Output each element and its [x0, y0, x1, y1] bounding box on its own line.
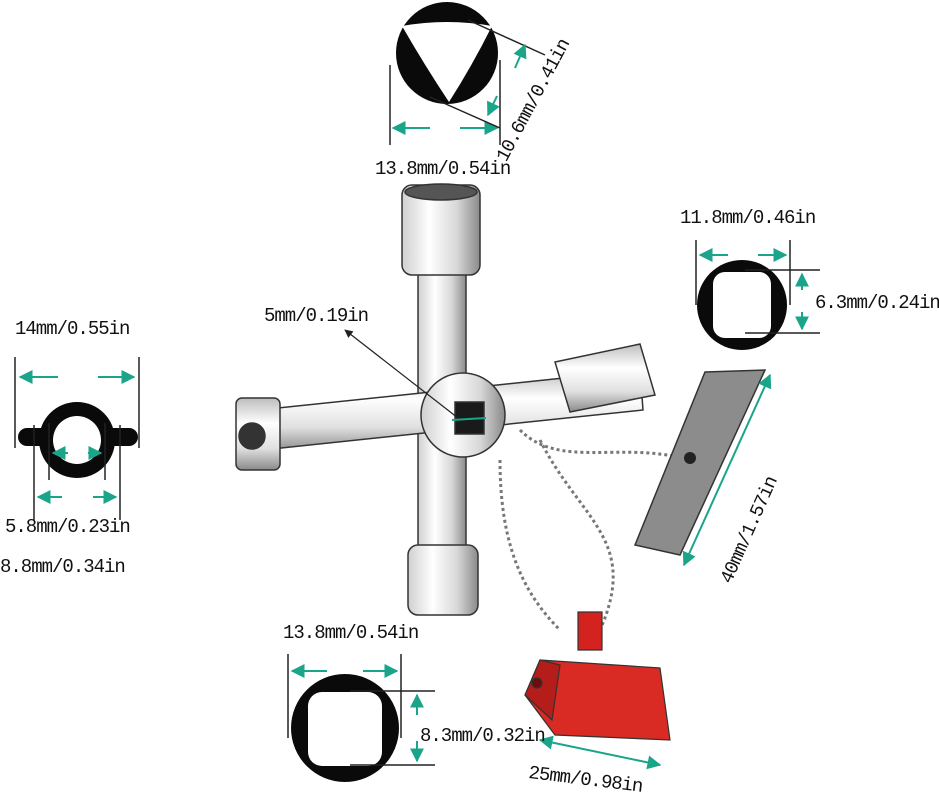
ball-chain-illustration	[498, 428, 691, 632]
screwdriver-bit-illustration	[633, 369, 772, 567]
triangle-socket-width-label: 13.8mm/0.54in	[375, 158, 511, 180]
double-bit-inner-label: 5.8mm/0.23in	[5, 516, 131, 538]
large-square-inner-label: 8.3mm/0.32in	[420, 725, 546, 747]
small-square-socket-icon	[695, 240, 820, 350]
double-bit-outer-label: 14mm/0.55in	[15, 318, 130, 340]
large-square-socket-icon	[287, 654, 435, 782]
center-square-label: 5mm/0.19in	[264, 305, 369, 327]
double-bit-socket-icon	[14, 357, 140, 520]
center-square-leader	[344, 329, 459, 419]
triangle-socket-icon	[389, 2, 546, 145]
double-bit-mid-label: 8.8mm/0.34in	[0, 556, 126, 578]
small-square-inner-label: 6.3mm/0.24in	[815, 292, 939, 314]
large-square-outer-label: 13.8mm/0.54in	[283, 622, 419, 644]
small-square-outer-label: 11.8mm/0.46in	[680, 207, 816, 229]
red-adapter-illustration	[524, 611, 671, 770]
cross-key-illustration	[235, 183, 656, 616]
